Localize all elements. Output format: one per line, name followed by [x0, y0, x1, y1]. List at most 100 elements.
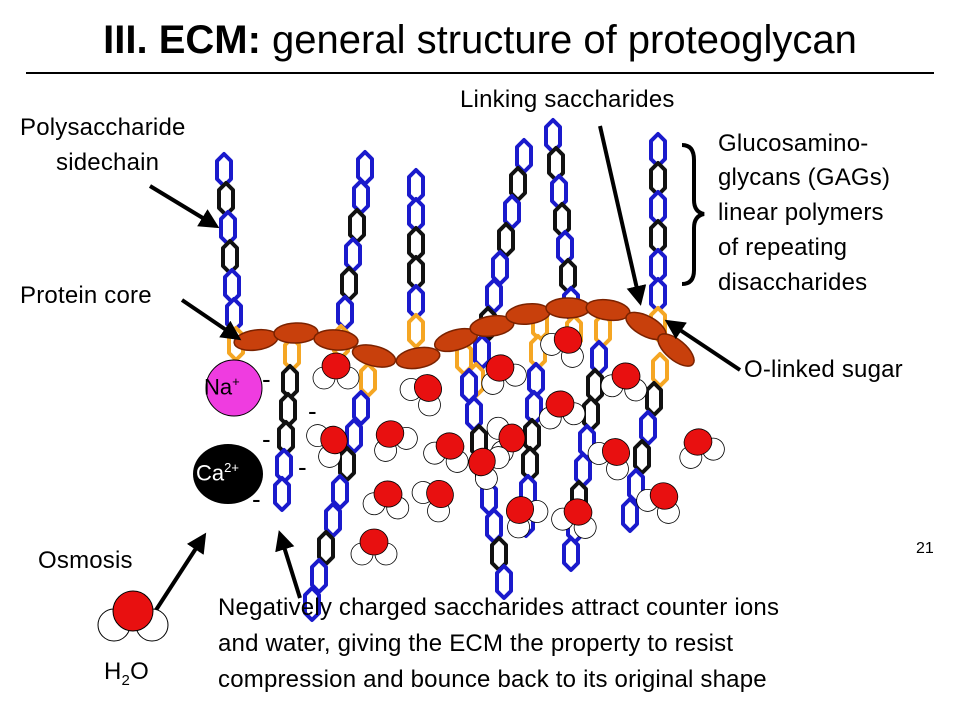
protein-core-segment [657, 333, 695, 367]
linking-saccharide-ring [651, 352, 669, 388]
gag-chain [649, 132, 667, 342]
water-molecule [551, 498, 597, 539]
water-molecule [540, 326, 584, 368]
sodium-label: Na+ [204, 374, 240, 400]
gag-chain [562, 312, 612, 572]
gag-ring-blue [336, 295, 354, 331]
label-polysaccharide: Polysaccharide [20, 114, 186, 141]
water-o: O [130, 658, 149, 685]
slide-title: III. ECM: general structure of proteogly… [0, 18, 960, 63]
gag-ring-blue [219, 210, 237, 246]
gag-ring-blue [324, 502, 342, 538]
water-h: H [104, 658, 122, 685]
arrow-sidechain [148, 184, 220, 229]
description-line-1: Negatively charged saccharides attract c… [218, 594, 780, 621]
gag-ring-blue [621, 497, 639, 533]
water-molecule [600, 362, 648, 402]
negative-charge: - [252, 484, 261, 514]
arrow-linking-saccharides [598, 125, 647, 306]
water-sub: 2 [121, 671, 131, 689]
gag-ring-blue [344, 237, 362, 273]
label-gags-4: of repeating [718, 234, 848, 261]
arrow-o-linked-sugar [664, 319, 742, 372]
description-line-2: and water, giving the ECM the property t… [218, 630, 734, 657]
arrow-negative-saccharides [275, 530, 302, 599]
gag-chain [332, 150, 374, 360]
gag-ring-blue [215, 152, 233, 188]
gag-ring-blue [352, 179, 370, 215]
sodium-charge: + [232, 374, 240, 389]
gag-ring-black [633, 439, 651, 475]
counter-ions [193, 359, 263, 504]
gag-chain [407, 168, 425, 349]
water-molecule [423, 432, 469, 473]
calcium-symbol: Ca [196, 460, 225, 486]
water-molecule [350, 528, 398, 566]
negative-charge: - [308, 396, 317, 426]
water-molecule [481, 354, 527, 395]
arrows [148, 125, 742, 612]
gag-ring-blue [495, 564, 513, 600]
sodium-symbol: Na [204, 374, 233, 400]
gag-chain [621, 352, 669, 533]
gag-ring-blue [273, 476, 291, 512]
water-molecule [312, 352, 360, 390]
protein-core-segment [313, 329, 359, 351]
negative-charge: - [298, 452, 307, 482]
water-molecule [399, 374, 442, 417]
gag-ring-blue [303, 586, 321, 622]
water-molecule [679, 428, 725, 469]
water-molecule [587, 438, 630, 481]
water-molecule [362, 480, 410, 520]
gag-ring-blue [639, 410, 657, 446]
linking-saccharide-ring [407, 313, 425, 349]
gags-bracket [681, 143, 705, 286]
water-molecule [506, 496, 549, 539]
protein-core-segment [545, 297, 591, 319]
arrow-protein-core [180, 298, 242, 341]
protein-core-segment [351, 344, 397, 368]
water-molecule [468, 446, 510, 490]
gag-ring-black [645, 381, 663, 417]
linking-saccharide-ring [359, 362, 377, 398]
protein-core-segment [585, 298, 631, 322]
title-rest: general structure of proteoglycan [272, 18, 857, 62]
gag-chain [303, 362, 377, 622]
protein-core [233, 297, 695, 370]
sodium-ion [205, 359, 263, 417]
gag-ring-black [217, 181, 235, 217]
gag-ring-black [338, 446, 356, 482]
water-molecule [306, 424, 348, 468]
gag-ring-black [317, 530, 335, 566]
water-molecule [538, 390, 586, 430]
water-legend-molecule [97, 590, 169, 642]
gag-ring-blue [562, 536, 580, 572]
label-gags-1: Glucosamino- [718, 130, 869, 157]
calcium-ion [193, 444, 263, 504]
water-molecule [411, 480, 454, 523]
label-water-formula: H2O [104, 656, 149, 696]
gag-chain [273, 336, 301, 512]
label-protein-core: Protein core [20, 282, 152, 309]
label-o-linked-sugar: O-linked sugar [744, 356, 903, 383]
negative-charge: - [262, 424, 271, 454]
calcium-charge: 2+ [224, 460, 239, 475]
calcium-label: Ca2+ [196, 460, 239, 486]
gag-ring-blue [223, 268, 241, 304]
label-gags-3: linear polymers [718, 199, 884, 226]
arrow-osmosis [154, 532, 207, 612]
gag-ring-black [340, 266, 358, 302]
label-linking-saccharides: Linking saccharides [460, 86, 675, 113]
protein-core-segment [395, 346, 441, 370]
label-osmosis: Osmosis [38, 547, 133, 574]
water-molecule [374, 420, 418, 462]
description-line-3: compression and bounce back to its origi… [218, 666, 767, 693]
page-number: 21 [916, 540, 934, 557]
gag-ring-blue [345, 418, 363, 454]
gag-chain [215, 152, 245, 362]
gag-ring-blue [225, 297, 243, 333]
gag-ring-blue [352, 390, 370, 426]
gag-ring-black [348, 208, 366, 244]
label-sidechain: sidechain [56, 149, 160, 176]
